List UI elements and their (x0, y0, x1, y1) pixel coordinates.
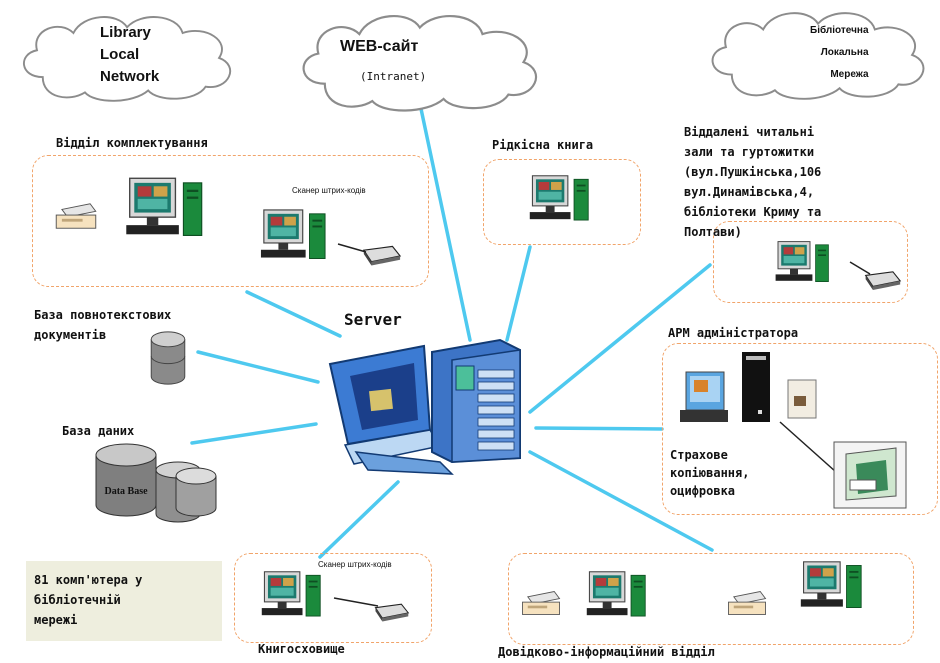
remote-halls-label: Віддалені читальні зали та гуртожитки (в… (684, 122, 821, 242)
link-reference (528, 450, 714, 552)
admin-box (662, 343, 938, 515)
link-remote-halls (528, 263, 712, 414)
link-book-storage (318, 480, 400, 559)
cloud-right-line2: Локальна (820, 47, 869, 58)
acquisition-dept-box (32, 155, 429, 287)
link-rare-book (505, 245, 532, 342)
cloud-left-line3: Network (100, 68, 160, 85)
cable (333, 597, 379, 607)
fulltext-db-label: База повнотекстових документів (34, 305, 171, 345)
link-acquisition (245, 290, 342, 338)
admin-tower-icon (742, 352, 770, 422)
admin-label: АРМ адміністратора (668, 326, 799, 340)
barcode-scanner-label: Сканер штрих-кодів (292, 186, 366, 195)
flatbed-scanner-icon (833, 441, 907, 509)
fulltext-line1: База повнотекстових (34, 308, 172, 322)
computers-line1: 81 комп'ютера у (34, 573, 143, 587)
link-database (190, 422, 318, 445)
link-fulltext-db (196, 350, 320, 384)
remote-line1: Віддалені читальні (684, 125, 815, 139)
database-label: База даних (62, 424, 135, 438)
computers-line3: мережі (34, 613, 78, 627)
cable (337, 243, 367, 253)
link-website (418, 102, 472, 342)
computers-line2: бібліотечній (34, 593, 121, 607)
backup-label: Страхове копіювання, оцифровка (670, 446, 749, 500)
backup-drive-icon (787, 379, 817, 419)
backup-line1: Страхове (670, 448, 728, 462)
link-admin (534, 426, 664, 431)
storage-scanner-label: Сканер штрих-кодів (318, 560, 392, 569)
remote-halls-box (713, 221, 908, 303)
rare-book-box (483, 159, 641, 245)
acquisition-label: Відділ комплектування (56, 136, 208, 150)
cable (849, 261, 871, 275)
remote-line6: Полтави) (684, 225, 742, 239)
computer-count-note (26, 561, 222, 641)
cloud-center-subtitle: (Intranet) (360, 70, 427, 83)
reference-dept-box (508, 553, 914, 645)
backup-line3: оцифровка (670, 484, 736, 498)
cable (779, 421, 837, 473)
admin-monitor-icon (680, 371, 728, 422)
cloud-left-label: Library Local Network (100, 22, 159, 88)
server-tower-icon (431, 338, 521, 464)
cloud-right-label: Бібліотечна Локальна Мережа (810, 20, 869, 86)
computer-count-text: 81 комп'ютера у бібліотечній мережі (34, 570, 142, 630)
backup-line2: копіювання, (670, 466, 750, 480)
remote-line4: вул.Динамівська,4, (684, 185, 815, 199)
rare-book-label: Рідкісна книга (492, 138, 594, 152)
network-links (190, 102, 714, 559)
remote-line5: бібліотеки Криму та (684, 205, 822, 219)
fulltext-line2: документів (34, 328, 107, 342)
cloud-right-line1: Бібліотечна (810, 25, 869, 36)
remote-line3: (вул.Пушкінська,106 (684, 165, 822, 179)
reference-dept-label: Довідково-інформаційний відділ (498, 645, 715, 659)
remote-line2: зали та гуртожитки (684, 145, 815, 159)
server-workstation-icon (328, 344, 454, 475)
data-base-caption: Data Base (104, 486, 148, 497)
book-storage-label: Книгосховище (258, 642, 345, 656)
cloud-left-line2: Local (100, 46, 140, 63)
database-icon (95, 443, 217, 523)
cloud-center-title: WEB-сайт (340, 38, 419, 55)
server-label: Server (344, 310, 402, 329)
book-storage-box (234, 553, 432, 643)
cloud-right-line3: Мережа (830, 69, 869, 80)
cloud-left-line1: Library (100, 24, 151, 41)
cloud-website (302, 14, 538, 112)
